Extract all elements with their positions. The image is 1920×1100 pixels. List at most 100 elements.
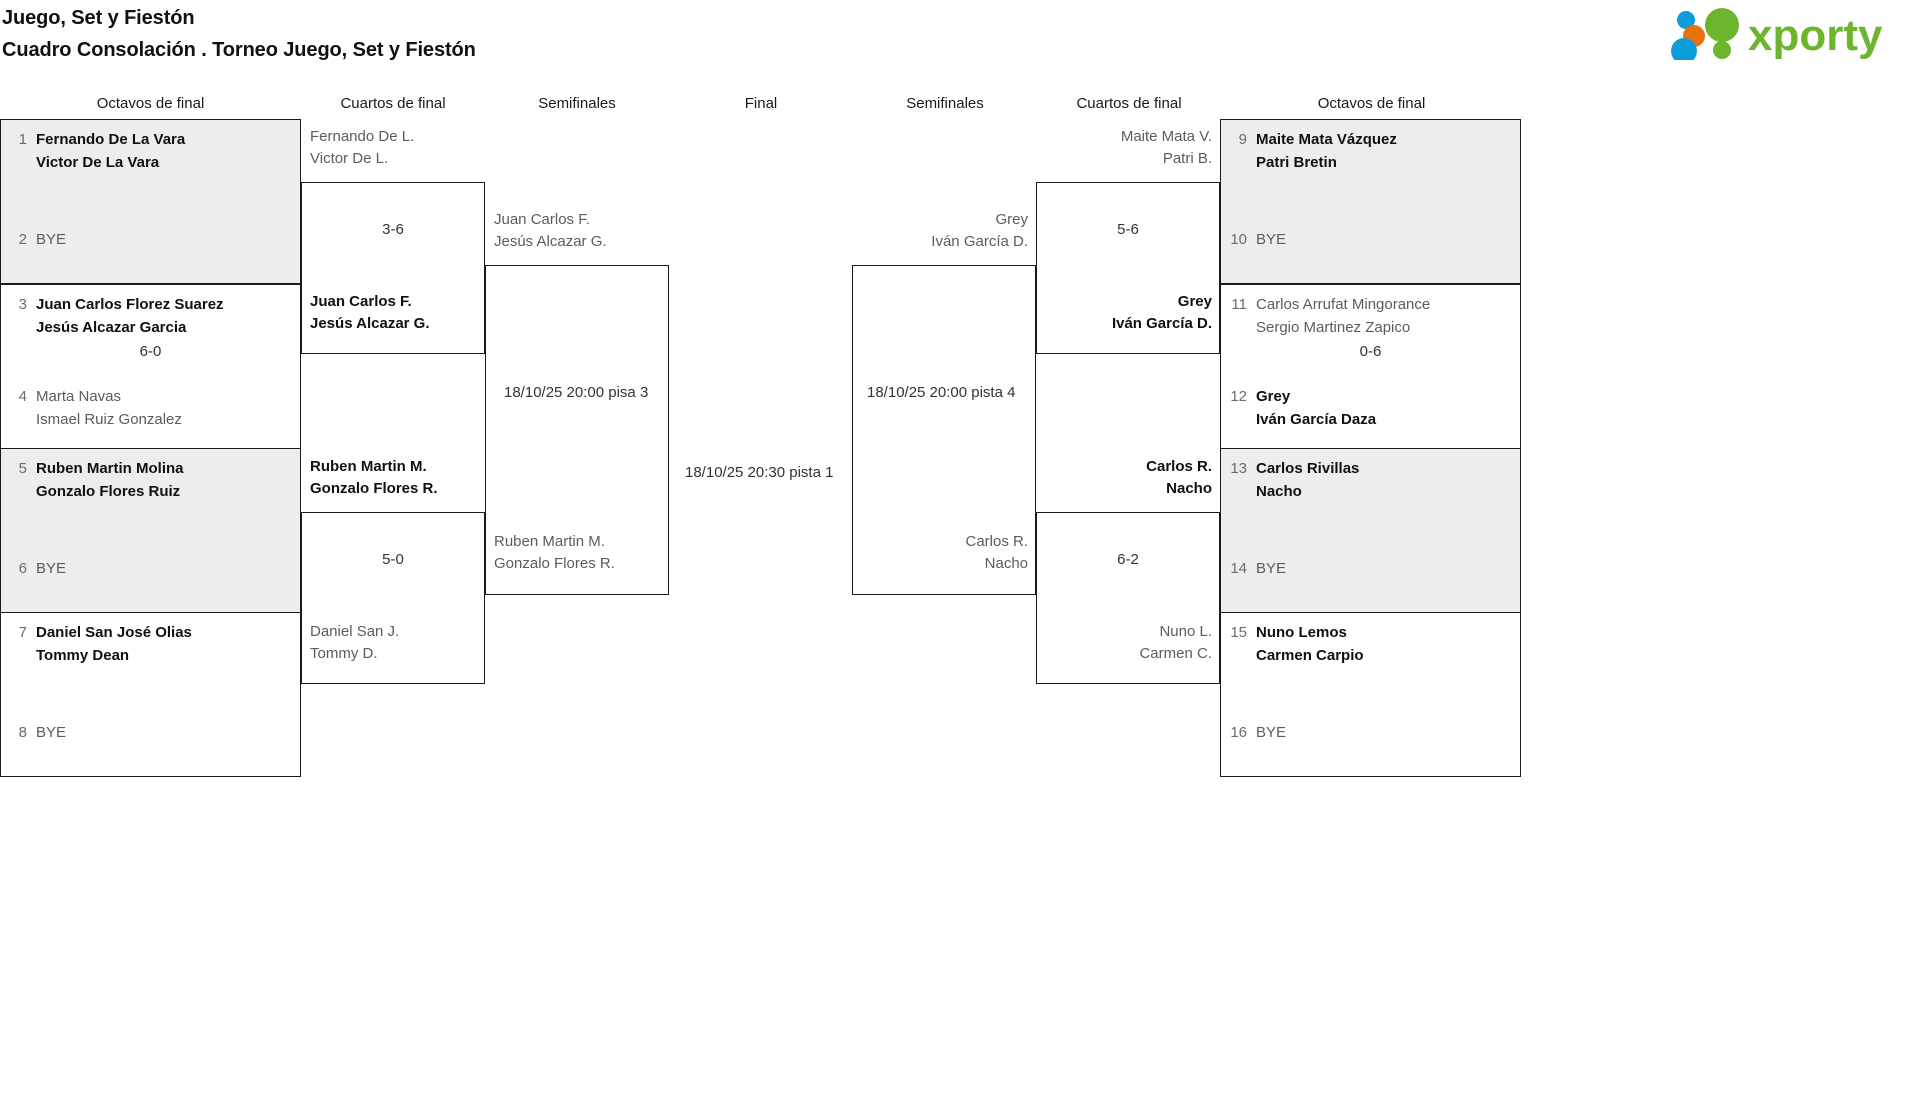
semis-right-teamA: Grey Iván García D. [853, 209, 1028, 253]
cuartos-left-1-teamB: Juan Carlos F. Jesús Alcazar G. [310, 291, 430, 335]
round-label-semis-left: Semifinales [538, 95, 616, 112]
cuartos-match-left-1[interactable]: 3-6 Juan Carlos F. Jesús Alcazar G. [301, 182, 485, 354]
player-line-2: Tommy D. [310, 645, 378, 662]
cuartos-score-right-2: 6-2 [1117, 551, 1139, 568]
round-label-cuartos-left: Cuartos de final [340, 95, 446, 112]
player-names: BYE [1256, 724, 1287, 741]
player-line-2: Nacho [984, 555, 1028, 572]
cuartos-left-2-teamA: Ruben Martin M. Gonzalo Flores R. [310, 456, 438, 500]
player-line-1: Nuno L. [1159, 623, 1212, 640]
xporty-logo[interactable]: xporty [1664, 4, 1914, 60]
player-line-2: Nacho [1166, 480, 1212, 497]
player-names: Carlos Rivillas Nacho [1247, 457, 1359, 503]
cuartos-left-1-teamA: Fernando De L. Victor De L. [310, 126, 414, 170]
player-line-2: Patri B. [1162, 150, 1212, 167]
page-title: Cuadro Consolación . Torneo Juego, Set y… [2, 39, 476, 61]
seed-number: 3 [18, 296, 27, 313]
cuartos-match-right-1[interactable]: 5-6 Grey Iván García D. [1036, 182, 1220, 354]
round-label-final: Final [744, 95, 778, 112]
player-line-2: Ismael Ruiz Gonzalez [36, 411, 182, 428]
octavos-score-left-2: 6-0 [139, 343, 162, 360]
player-names: Nuno Lemos Carmen Carpio [1247, 621, 1364, 667]
player-line-2: Iván García D. [1111, 315, 1212, 332]
seed-number: 10 [1230, 231, 1247, 248]
octavos-slot-seed-13: 13 Carlos Rivillas Nacho [1221, 457, 1520, 503]
seed-number: 5 [18, 460, 27, 477]
player-names: Daniel San José Olias Tommy Dean [27, 621, 192, 667]
player-line-2: Gonzalo Flores R. [494, 555, 615, 572]
octavos-match-right-3[interactable]: 13 Carlos Rivillas Nacho 14 BYE [1220, 448, 1521, 613]
player-names: Fernando De La Vara Victor De La Vara [27, 128, 185, 174]
player-line-1: Carlos Rivillas [1256, 460, 1360, 477]
octavos-slot-seed-9: 9 Maite Mata Vázquez Patri Bretin [1221, 128, 1520, 174]
octavos-match-left-3[interactable]: 5 Ruben Martin Molina Gonzalo Flores Rui… [0, 448, 301, 613]
semis-left-schedule: 18/10/25 20:00 pisa 3 [504, 384, 649, 401]
cuartos-right-2-teamA: Carlos R. Nacho [1037, 456, 1212, 500]
octavos-slot-seed-7: 7 Daniel San José Olias Tommy Dean [1, 621, 300, 667]
player-line-2: Victor De La Vara [36, 154, 160, 171]
semis-match-right[interactable]: 18/10/25 20:00 pista 4 Carlos R. Nacho [852, 265, 1036, 595]
logo-dot-blue-small [1677, 11, 1695, 29]
octavos-slot-seed-2: 2 BYE [1, 230, 300, 250]
seed-number: 6 [18, 560, 27, 577]
octavos-match-right-1[interactable]: 9 Maite Mata Vázquez Patri Bretin 10 BYE [1220, 119, 1521, 284]
octavos-slot-seed-3: 3 Juan Carlos Florez Suarez Jesús Alcaza… [1, 293, 300, 339]
cuartos-match-right-2[interactable]: 6-2 Nuno L. Carmen C. [1036, 512, 1220, 684]
player-line-1: Ruben Martin Molina [36, 460, 184, 477]
round-label-octavos-right: Octavos de final [1317, 95, 1426, 112]
player-names: Carlos Arrufat Mingorance Sergio Martine… [1247, 293, 1430, 339]
semis-left-teamB: Ruben Martin M. Gonzalo Flores R. [494, 531, 615, 575]
player-line-1: Grey [995, 211, 1028, 228]
octavos-slot-seed-1: 1 Fernando De La Vara Victor De La Vara [1, 128, 300, 174]
player-names: Maite Mata Vázquez Patri Bretin [1247, 128, 1397, 174]
seed-number: 14 [1230, 560, 1247, 577]
octavos-slot-seed-11: 11 Carlos Arrufat Mingorance Sergio Mart… [1221, 293, 1520, 339]
octavos-match-left-1[interactable]: 1 Fernando De La Vara Victor De La Vara … [0, 119, 301, 284]
player-line-1: Juan Carlos F. [310, 293, 412, 310]
player-line-2: Iván García D. [931, 233, 1028, 250]
player-line-1: Grey [1177, 293, 1212, 310]
octavos-match-left-4[interactable]: 7 Daniel San José Olias Tommy Dean 8 BYE [0, 612, 301, 777]
octavos-slot-seed-5: 5 Ruben Martin Molina Gonzalo Flores Rui… [1, 457, 300, 503]
player-line-2: Patri Bretin [1256, 154, 1337, 171]
title-block: Juego, Set y Fiestón Cuadro Consolación … [2, 2, 476, 66]
player-line-1: Nuno Lemos [1256, 624, 1347, 641]
player-line-2: Jesús Alcazar G. [310, 315, 430, 332]
player-names: BYE [36, 231, 67, 248]
player-line-1: Juan Carlos F. [494, 211, 590, 228]
logo-dot-blue-large [1671, 38, 1697, 60]
semis-match-left[interactable]: 18/10/25 20:00 pisa 3 Ruben Martin M. Go… [485, 265, 669, 595]
player-line-2: Nacho [1256, 483, 1302, 500]
seed-number: 9 [1238, 131, 1247, 148]
player-line-2: Jesús Alcazar G. [494, 233, 607, 250]
cuartos-right-1-teamA: Maite Mata V. Patri B. [1037, 126, 1212, 170]
octavos-match-right-2[interactable]: 11 Carlos Arrufat Mingorance Sergio Mart… [1220, 284, 1521, 449]
cuartos-match-left-2[interactable]: 5-0 Daniel San J. Tommy D. [301, 512, 485, 684]
seed-number: 1 [18, 131, 27, 148]
player-names: BYE [36, 560, 67, 577]
semis-right-schedule: 18/10/25 20:00 pista 4 [867, 384, 1016, 401]
cuartos-score-left-1: 3-6 [382, 221, 404, 238]
player-line-2: Jesús Alcazar Garcia [36, 319, 187, 336]
octavos-slot-seed-14: 14 BYE [1221, 559, 1520, 579]
octavos-match-left-2[interactable]: 3 Juan Carlos Florez Suarez Jesús Alcaza… [0, 284, 301, 449]
seed-number: 2 [18, 231, 27, 248]
cuartos-score-left-2: 5-0 [382, 551, 404, 568]
player-line-1: Daniel San J. [310, 623, 400, 640]
octavos-slot-seed-4: 4 Marta Navas Ismael Ruiz Gonzalez [1, 385, 300, 431]
tournament-name: Juego, Set y Fiestón [2, 7, 195, 29]
final-schedule: 18/10/25 20:30 pista 1 [685, 464, 834, 481]
seed-number: 12 [1230, 388, 1247, 405]
player-line-1: Marta Navas [36, 388, 122, 405]
semis-right-teamB: Carlos R. Nacho [853, 531, 1028, 575]
cuartos-right-2-teamB: Nuno L. Carmen C. [1037, 621, 1212, 665]
player-line-1: Ruben Martin M. [494, 533, 605, 550]
octavos-slot-seed-12: 12 Grey Iván García Daza [1221, 385, 1520, 431]
player-names: Juan Carlos Florez Suarez Jesús Alcazar … [27, 293, 224, 339]
player-line-1: Carlos R. [1146, 458, 1212, 475]
octavos-match-right-4[interactable]: 15 Nuno Lemos Carmen Carpio 16 BYE [1220, 612, 1521, 777]
player-line-2: Victor De L. [310, 150, 389, 167]
semis-left-teamA: Juan Carlos F. Jesús Alcazar G. [494, 209, 607, 253]
seed-number: 11 [1231, 296, 1247, 313]
player-line-1: Fernando De L. [310, 128, 415, 145]
